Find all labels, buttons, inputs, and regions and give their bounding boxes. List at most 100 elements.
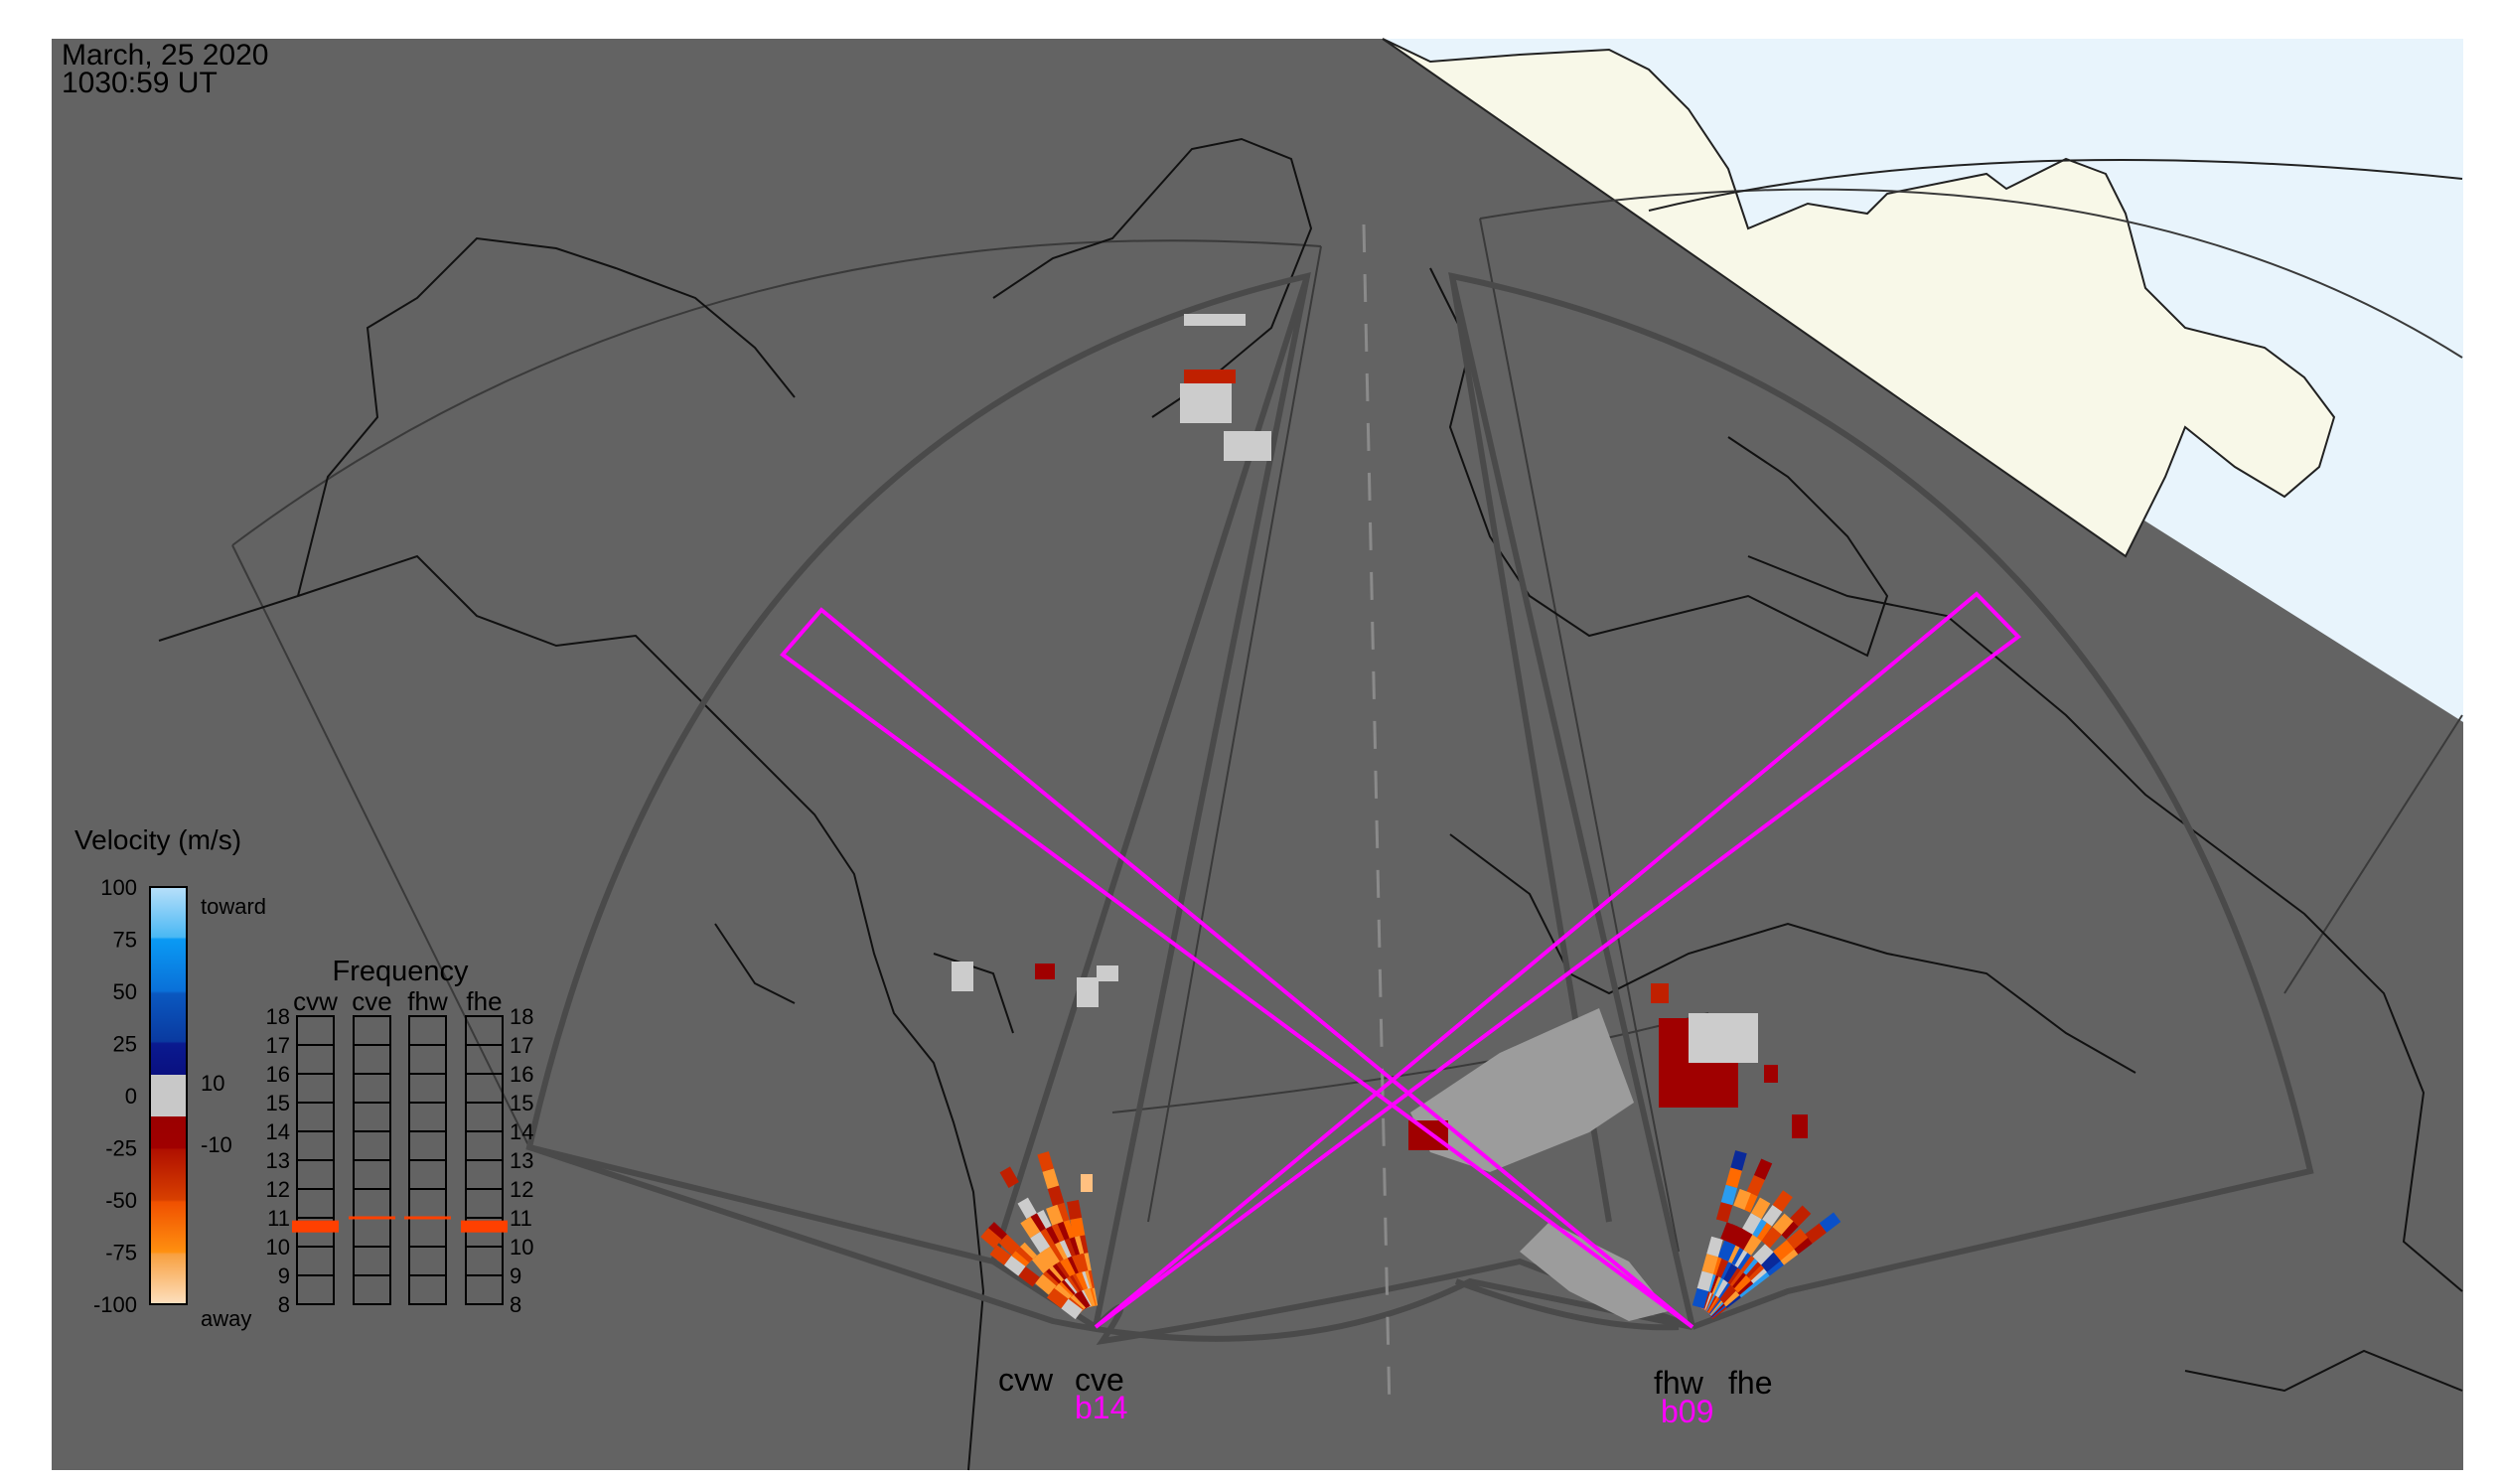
scatter-cell (1017, 1197, 1037, 1220)
scatter-cell (1741, 1234, 1762, 1256)
scatter-cell (1760, 1227, 1782, 1249)
beam-label-b09: b09 (1661, 1394, 1713, 1429)
scatter-cell (1689, 1013, 1758, 1063)
scatter-cell (1097, 965, 1118, 981)
frequency-tick-right: 13 (510, 1148, 533, 1173)
scatter-cell (1692, 1287, 1709, 1309)
scatter-cell (1047, 1185, 1065, 1207)
scatter-cell (1762, 1204, 1783, 1227)
scatter-cell (1701, 1254, 1718, 1274)
frequency-cell (408, 1274, 447, 1305)
frequency-legend-title: Frequency (332, 956, 469, 987)
frequency-tick-right: 15 (510, 1091, 533, 1115)
frequency-tick-left: 16 (266, 1062, 290, 1087)
scatter-cell (998, 1234, 1020, 1256)
time-label: 1030:59 UT (62, 67, 218, 99)
scatter-cells (952, 314, 1841, 1320)
velocity-colorbar (149, 886, 188, 1305)
frequency-tick-left: 9 (278, 1263, 290, 1288)
site-label-fhw: fhw (1654, 1365, 1704, 1401)
frequency-tick-right: 12 (510, 1177, 533, 1202)
scatter-cell (1018, 1266, 1040, 1287)
velocity-tick: 75 (113, 928, 137, 953)
frequency-radar-label: fhe (466, 986, 502, 1016)
scatter-cell (1030, 1231, 1051, 1254)
scatter-cell (1046, 1204, 1064, 1226)
scatter-cell (1752, 1244, 1774, 1265)
daylight-land (1382, 38, 2336, 558)
scatter-cell (1772, 1190, 1793, 1212)
frequency-cell (465, 1274, 504, 1305)
threshold-low-label: -10 (201, 1132, 232, 1157)
scatter-cell (1706, 1236, 1723, 1258)
scatter-cell (1730, 1150, 1747, 1171)
frequency-tick-right: 14 (510, 1119, 533, 1144)
date-label: March, 25 2020 (62, 39, 268, 72)
site-label-cve: cve (1075, 1362, 1124, 1398)
frequency-indicator (404, 1216, 451, 1220)
velocity-tick: 0 (125, 1084, 137, 1109)
scatter-cell (1042, 1168, 1060, 1190)
scatter-cell (1764, 1065, 1778, 1083)
scatter-cell (1790, 1205, 1812, 1227)
scatter-cell (1061, 1298, 1083, 1320)
velocity-tick: -50 (105, 1188, 137, 1213)
scatter-cell (1717, 1240, 1736, 1261)
scatter-cell (1720, 1222, 1738, 1244)
velocity-tick: 25 (113, 1032, 137, 1057)
scatter-cell (1046, 1287, 1069, 1309)
scatter-cell (1070, 1217, 1086, 1238)
toward-label: toward (201, 894, 266, 919)
scatter-cell (1081, 1174, 1093, 1192)
scatter-cell (1733, 1188, 1751, 1210)
frequency-tick-right: 16 (510, 1062, 533, 1087)
scatter-cell (1035, 964, 1055, 979)
scatter-cell (1077, 977, 1099, 1007)
frequency-indicator (292, 1220, 339, 1233)
grid-lines (231, 159, 2463, 1253)
frequency-tick-left: 10 (266, 1235, 290, 1260)
frequency-tick-right: 17 (510, 1033, 533, 1058)
scatter-cell (1057, 1258, 1076, 1279)
frequency-tick-left: 8 (278, 1292, 290, 1317)
scatter-cell (1733, 1228, 1753, 1251)
scatter-cell (1819, 1212, 1841, 1233)
ground-scatter-region (1410, 1008, 1634, 1172)
scatter-cell (1746, 1174, 1765, 1197)
frequency-cell (296, 1274, 335, 1305)
scatter-cell (1180, 383, 1232, 423)
scatter-cell (1003, 1256, 1026, 1276)
frequency-tick-right: 8 (510, 1292, 521, 1317)
scatter-cell (1031, 1252, 1053, 1274)
beam-fh-b09 (780, 607, 1694, 1329)
away-label: away (201, 1306, 251, 1331)
frequency-cell (353, 1274, 391, 1305)
scatter-cell (1696, 1270, 1714, 1292)
scatter-cell (1067, 1199, 1083, 1220)
frequency-indicator (349, 1216, 395, 1220)
coastlines (158, 137, 2463, 1471)
scatter-cell (1805, 1223, 1827, 1244)
scatter-cell (999, 1166, 1019, 1188)
scatter-cell (1720, 1184, 1738, 1206)
frequency-tick-left: 15 (266, 1091, 290, 1115)
velocity-tick: -100 (93, 1292, 137, 1317)
beam-label-b14: b14 (1075, 1390, 1127, 1425)
frequency-indicator (461, 1220, 508, 1233)
scatter-cell (1037, 1151, 1055, 1172)
frequency-tick-left: 18 (266, 1004, 290, 1029)
frequency-tick-left: 11 (267, 1206, 290, 1231)
velocity-tick: -25 (105, 1136, 137, 1161)
frequency-radar-label: cvw (293, 986, 338, 1016)
beam-cv-b14 (1094, 591, 2022, 1329)
scatter-cell (1772, 1213, 1794, 1236)
frequency-tick-right: 9 (510, 1263, 521, 1288)
scatter-cell (1791, 1234, 1813, 1255)
scatter-cell (1753, 1158, 1773, 1180)
scatter-cell (1035, 1273, 1057, 1295)
scatter-cell (1408, 1120, 1448, 1150)
velocity-legend-title: Velocity (m/s) (74, 824, 241, 855)
scatter-cell (1742, 1213, 1762, 1235)
velocity-tick: 100 (100, 875, 137, 900)
